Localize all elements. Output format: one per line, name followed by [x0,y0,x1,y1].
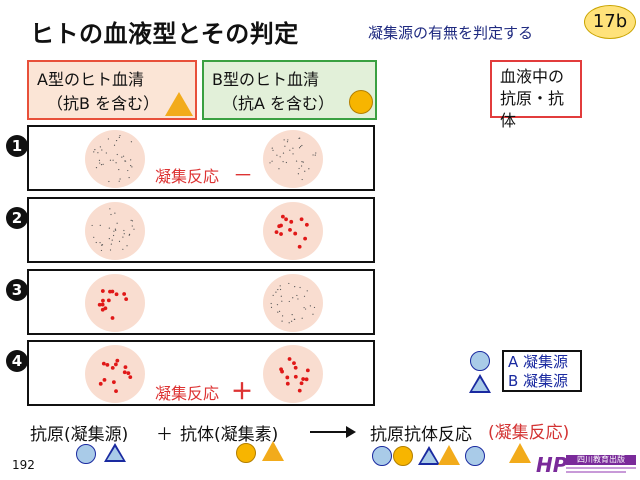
test-row-4: 凝集反応 ＋ [27,340,375,406]
slide-badge: 17b [584,5,636,39]
reaction-positive-sign: ＋ [231,380,254,405]
legend-b-label: B 凝集源 [508,372,569,390]
legend-b-triangle-icon [469,374,491,393]
row-number-4: 4 [6,350,28,372]
serum-a-box: A型のヒト血清 （抗B を含む） [27,60,197,120]
reaction-label: 凝集反応 [155,167,220,186]
antigen-a-circle-icon [76,444,96,464]
antigen-b-triangle-icon [165,92,193,116]
antigen-a-circle-icon [349,90,373,114]
page-title: ヒトの血液型とその判定 [30,20,299,48]
test-row-3 [27,269,375,335]
dish-agglutination [85,345,145,403]
free-antigen-a-icon [465,446,485,466]
complex-antibody-a-icon [393,446,413,466]
arrow-shaft [310,431,348,433]
antigen-b-triangle-icon [104,443,126,462]
blood-box-line1: 血液中の [500,67,565,86]
antibody-a-circle-icon [236,443,256,463]
logo-publisher: 四川教育出版 [566,455,636,465]
reaction-label: 凝集反応 [155,384,220,403]
reaction-title: 抗原抗体反応 [370,425,472,445]
dish-agglutination [263,202,323,260]
test-row-1: 凝集反応 － [27,125,375,191]
logo-mark: HP [536,453,568,477]
reaction-note: (凝集反応) [488,423,570,443]
dish-agglutination [263,345,323,403]
dish-no-agglutination [263,130,323,188]
row-number-2: 2 [6,207,28,229]
serum-b-line2: （抗A を含む） [222,94,335,113]
arrow-right-icon [346,426,356,438]
blood-box-line2: 抗原・抗体 [500,89,565,130]
page-number: 192 [12,458,35,472]
dish-agglutination [85,274,145,332]
dish-no-agglutination [85,130,145,188]
serum-b-line1: B型のヒト血清 [212,70,319,89]
dish-no-agglutination [263,274,323,332]
test-row-2 [27,197,375,263]
row-number-1: 1 [6,135,28,157]
antibody-label: 抗体(凝集素) [180,425,279,445]
complex-antigen-b-icon [418,446,440,465]
free-antibody-b-icon [509,443,531,463]
legend-a-circle-icon [470,351,490,371]
blood-antigen-antibody-box: 血液中の 抗原・抗体 [490,60,582,130]
complex-antibody-b-icon [438,445,460,465]
page-subtitle: 凝集源の有無を判定する [368,24,534,42]
complex-antigen-a-icon [372,446,392,466]
plus-sign: ＋ [156,425,173,445]
reaction-negative-sign: － [233,163,253,187]
serum-b-box: B型のヒト血清 （抗A を含む） [202,60,377,120]
legend-box: A 凝集源 B 凝集源 [502,350,582,392]
antibody-b-triangle-icon [262,441,284,461]
serum-a-line1: A型のヒト血清 [37,70,144,89]
dish-no-agglutination [85,202,145,260]
publisher-logo: HP 四川教育出版 [536,452,636,478]
legend-a-label: A 凝集源 [508,353,569,371]
antigen-label: 抗原(凝集源) [30,425,129,445]
row-number-3: 3 [6,279,28,301]
serum-a-line2: （抗B を含む） [47,94,160,113]
